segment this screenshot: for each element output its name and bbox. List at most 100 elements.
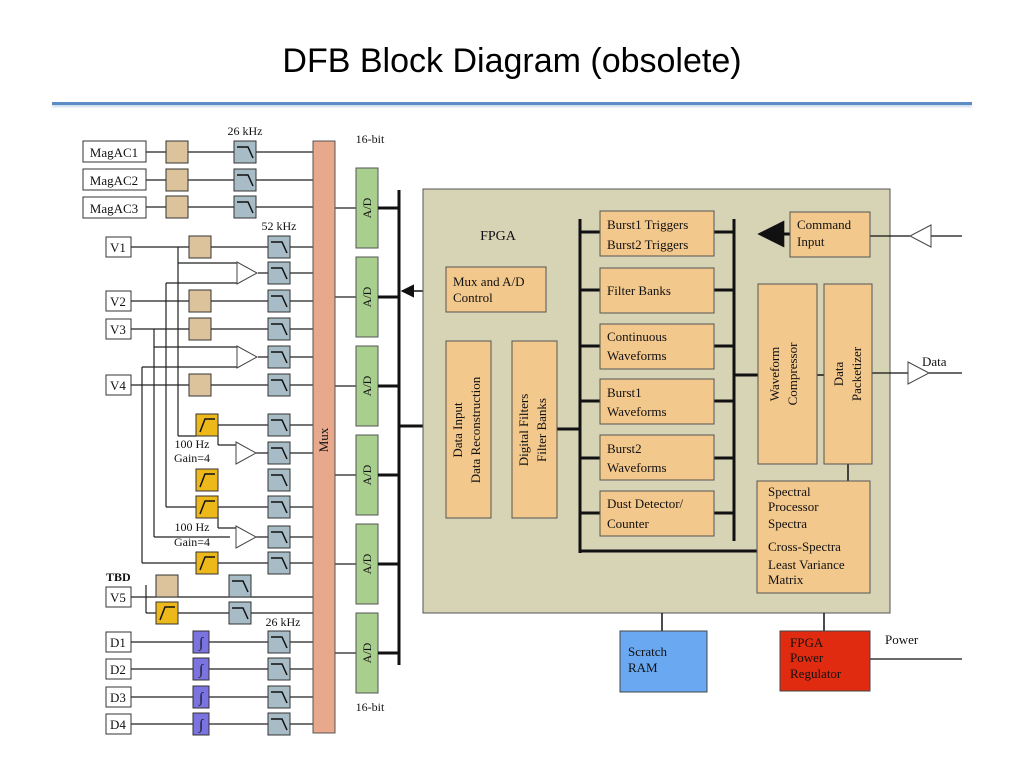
adc-bus [378,190,446,665]
data-input-line2: Data Reconstruction [468,376,483,483]
regulator-line1: FPGA [790,635,824,650]
adc-bits-top: 16-bit [356,132,385,146]
d2-label: D2 [110,662,126,677]
burst1-line2: Waveforms [607,404,667,419]
spectral-line4: Cross-Spectra [768,539,841,554]
v5-preamp [155,574,179,598]
mux-block [312,140,336,734]
v5-highpass-filter [155,601,179,625]
adc-4-label: A/D [360,464,374,485]
burst-triggers-line2: Burst2 Triggers [607,237,688,252]
v1-label: V1 [110,240,126,255]
continuous-line1: Continuous [607,329,667,344]
voltage-preamps [188,235,212,397]
regulator-line2: Power [790,650,824,665]
regulator-line3: Regulator [790,666,842,681]
slide-title: DFB Block Diagram (obsolete) [282,42,742,80]
command-input-line2: Input [797,234,825,249]
magac3-label: MagAC3 [90,201,138,216]
digital-filters-block [511,340,558,519]
v4-label: V4 [110,378,126,393]
mux-ad-control-block [445,266,547,313]
spectral-line5: Least Variance [768,557,845,572]
fpga-label: FPGA [480,229,517,244]
packetizer-line2: Packetizer [849,346,864,401]
power-regulator-block [779,630,871,692]
adc-bits-bottom: 16-bit [356,700,385,714]
adc-2-label: A/D [360,286,374,307]
digital-filters-line2: Filter Banks [534,398,549,462]
burst2-waveforms-block [599,434,715,481]
integrators [192,630,210,736]
dust-detector-line2: Counter [607,516,650,531]
dust-detector-line1: Dust Detector/ [607,496,684,511]
burst-triggers-line1: Burst1 Triggers [607,217,688,232]
command-input-line1: Command [797,217,852,232]
burst1-waveforms-block [599,378,715,425]
magac-preamps [165,140,189,219]
power-output-label: Power [885,632,919,647]
filter-banks-label: Filter Banks [607,283,671,298]
voltage-lowpass-filters [267,235,291,575]
data-packetizer-block [823,283,873,465]
dust-detector-block [599,490,715,537]
burst-triggers-block [599,210,715,257]
adc-1-label: A/D [360,197,374,218]
v2-label: V2 [110,294,126,309]
freq-label-v: 52 kHz [262,219,297,233]
title-divider [52,102,972,105]
d4-label: D4 [110,717,126,732]
waveform-compressor-block [757,283,818,465]
packetizer-line1: Data [831,362,846,387]
v5-lowpass-filter-2 [228,601,252,625]
adc-6-label: A/D [360,642,374,663]
hp-freq-label-2: 100 Hz [175,520,210,534]
magac-inputs: MagAC1 MagAC2 MagAC3 [82,140,147,219]
digital-filters-line1: Digital Filters [516,394,531,467]
spectral-line1: Spectral [768,484,811,499]
v3-label: V3 [110,322,126,337]
data-output-label: Data [922,354,947,369]
data-buffer-icon [907,361,931,385]
compressor-line1: Waveform [767,347,782,402]
mux-ad-control-line2: Control [453,290,493,305]
continuous-waveforms-block [599,323,715,370]
adc-group: A/D A/D A/D A/D A/D A/D [355,167,379,694]
scratch-ram-block [619,630,708,693]
spectral-line6: Matrix [768,572,804,587]
voltage-inputs: V1 V2 V3 V4 [105,236,132,396]
hp-gain-label-1: Gain=4 [174,451,210,465]
spectral-processor-block [756,480,871,594]
v5-label: V5 [110,590,126,605]
scratch-ram-line2: RAM [628,660,658,675]
command-buffer-icon [908,224,932,248]
continuous-line2: Waveforms [607,348,667,363]
dust-inputs: D1 D2 D3 D4 [105,631,132,735]
burst2-line1: Burst2 [607,441,642,456]
dust-lowpass-filters [267,630,291,736]
command-input-block [789,211,871,258]
spectral-line3: Spectra [768,516,807,531]
fpga-internal-wiring [557,219,962,660]
burst1-line1: Burst1 [607,385,642,400]
tbd-label: TBD [106,570,131,584]
compressor-line2: Compressor [785,342,800,406]
mux-ad-control-line1: Mux and A/D [453,274,525,289]
d3-label: D3 [110,690,126,705]
magac-lowpass-filters [233,140,257,219]
freq-label-d: 26 kHz [266,615,301,629]
v5-lowpass-filter-1 [228,574,252,598]
data-input-block [445,340,492,519]
adc-3-label: A/D [360,375,374,396]
magac2-label: MagAC2 [90,173,138,188]
data-input-line1: Data Input [450,402,465,458]
v5-input-box [105,586,132,608]
magac1-label: MagAC1 [90,145,138,160]
freq-label-magac: 26 kHz [228,124,263,138]
hp-freq-label-1: 100 Hz [175,437,210,451]
d1-label: D1 [110,635,126,650]
burst2-line2: Waveforms [607,460,667,475]
spectral-line2: Processor [768,499,819,514]
filter-banks-block [599,267,715,314]
